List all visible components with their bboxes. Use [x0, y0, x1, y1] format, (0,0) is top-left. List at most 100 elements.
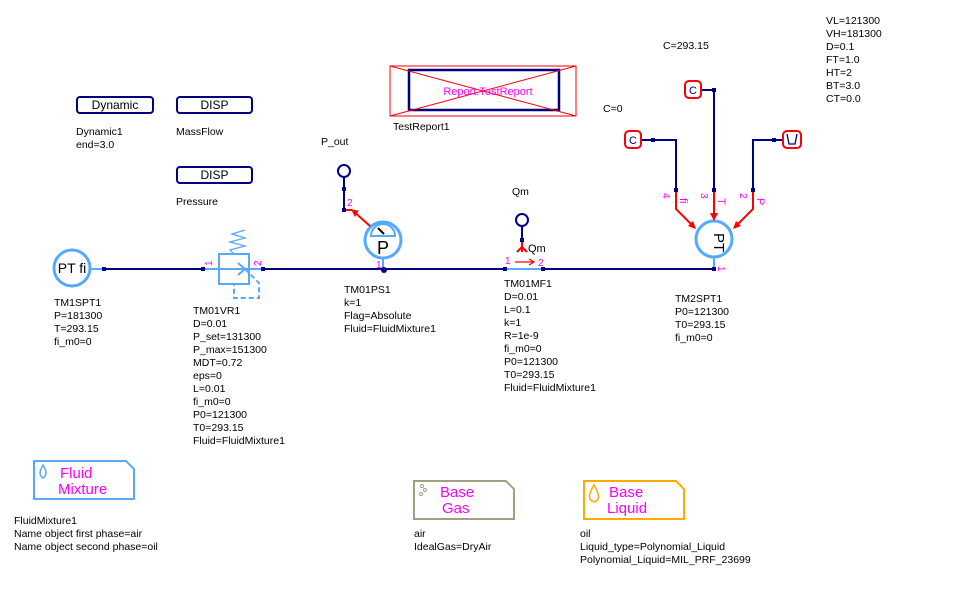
base-liquid-params: oil Liquid_type=Polynomial_Liquid Polyno… [580, 528, 751, 567]
mass-flow-port-2: 2 [538, 258, 544, 269]
sink-symbol[interactable]: PT 1 4 fi 3 T 2 P [641, 88, 783, 272]
fluid-mixture-symbol[interactable]: Fluid Mixture [33, 460, 135, 500]
sink-port-fi: fi [677, 198, 689, 204]
valve-params: TM01VR1 D=0.01 P_set=131300 P_max=151300… [193, 305, 285, 448]
sink-symbol-text: PT [710, 233, 727, 252]
pressure-sensor-port-1: 1 [376, 260, 382, 271]
pressure-sensor-letter: P [377, 238, 389, 258]
base-gas-line2: Gas [442, 500, 470, 517]
valve-name: TM01VR1 [193, 305, 241, 317]
base-liquid-param: Liquid_type=Polynomial_Liquid [580, 541, 726, 553]
const-t-value: C=293.15 [663, 40, 709, 52]
report-label: Report:TestReport [443, 86, 532, 98]
valve-param: eps=0 [193, 370, 222, 382]
dynamic-name: Dynamic1 [76, 126, 123, 138]
base-gas-params: air IdealGas=DryAir [414, 528, 491, 554]
pulse-params: VL=121300 VH=181300 D=0.1 FT=1.0 HT=2 BT… [826, 15, 882, 106]
valve-port-2: 2 [253, 260, 264, 266]
source-param: fi_m0=0 [54, 336, 92, 348]
base-gas-symbol[interactable]: Base Gas [413, 480, 515, 520]
disp-pressure-name: Pressure [176, 196, 219, 208]
valve-port-1: 1 [204, 260, 215, 266]
valve-param: P0=121300 [193, 409, 248, 421]
pulse-param: CT=0.0 [826, 93, 861, 105]
mass-flow-param: R=1e-9 [504, 330, 539, 342]
sink-port-3: 3 [698, 193, 709, 199]
mass-flow-param: L=0.1 [504, 304, 531, 316]
sink-port-1: 1 [715, 266, 726, 272]
sink-param: P0=121300 [675, 306, 730, 318]
pulse-param: BT=3.0 [826, 80, 861, 92]
valve-param: MDT=0.72 [193, 357, 243, 369]
valve-param: Fluid=FluidMixture1 [193, 435, 285, 447]
dynamic-param-end: end=3.0 [76, 139, 115, 151]
pulse-param: HT=2 [826, 67, 852, 79]
sink-param: T0=293.15 [675, 319, 726, 331]
base-gas-line1: Base [440, 484, 474, 501]
const-t-letter: C [689, 85, 697, 97]
fluid-mixture-line1: Fluid [60, 465, 93, 482]
sink-name: TM2SPT1 [675, 293, 723, 305]
base-gas-param: IdealGas=DryAir [414, 541, 492, 553]
disp-massflow-block[interactable]: DISP [176, 96, 253, 114]
sink-params: TM2SPT1 P0=121300 T0=293.15 fi_m0=0 [675, 293, 729, 345]
valve-param: P_set=131300 [193, 331, 262, 343]
pulse-param: FT=1.0 [826, 54, 860, 66]
mass-flow-output-label: Qm [512, 186, 529, 198]
pulse-param: D=0.1 [826, 41, 855, 53]
valve-param: fi_m0=0 [193, 396, 231, 408]
fluid-mixture-param: Name object first phase=air [14, 528, 143, 540]
mass-flow-param: D=0.01 [504, 291, 539, 303]
pulse-param: VH=181300 [826, 28, 882, 40]
valve-param: L=0.01 [193, 383, 226, 395]
source-symbol[interactable]: PT fi [52, 248, 106, 288]
mass-flow-symbol[interactable]: 1 2 Qm [503, 213, 546, 271]
disp-massflow-name: MassFlow [176, 126, 224, 138]
sink-port-t: T [715, 198, 727, 205]
fluid-mixture-param: Name object second phase=oil [14, 541, 158, 553]
source-param: P=181300 [54, 310, 103, 322]
pulse-symbol[interactable] [782, 130, 802, 149]
base-liquid-line2: Liquid [607, 500, 647, 517]
pressure-sensor-port-2: 2 [347, 198, 353, 209]
base-liquid-line1: Base [609, 484, 643, 501]
mass-flow-param: T0=293.15 [504, 369, 555, 381]
valve-param: D=0.01 [193, 318, 228, 330]
pulse-icon [786, 133, 798, 145]
oil-drop-icon [588, 483, 600, 503]
pressure-sensor-name: TM01PS1 [344, 284, 391, 296]
mass-flow-port-label: Qm [528, 243, 546, 255]
gas-bubbles-icon [419, 484, 427, 496]
valve-param: T0=293.15 [193, 422, 244, 434]
mass-flow-param: P0=121300 [504, 356, 559, 368]
report-symbol[interactable]: Report:TestReport [389, 65, 577, 117]
source-symbol-text: PT fi [58, 260, 87, 276]
fluid-mixture-line2: Mixture [58, 481, 107, 498]
source-name: TM1SPT1 [54, 297, 102, 309]
dynamic-block[interactable]: Dynamic [76, 96, 154, 114]
pressure-sensor-symbol[interactable]: P 1 2 [337, 164, 403, 273]
sink-port-p: P [754, 198, 766, 205]
valve-symbol[interactable]: 1 2 [201, 229, 265, 299]
mass-flow-name: TM01MF1 [504, 278, 552, 290]
report-name: TestReport1 [393, 121, 450, 133]
source-param: T=293.15 [54, 323, 99, 335]
mass-flow-port-1: 1 [505, 256, 511, 267]
pressure-output-label: P_out [321, 136, 349, 148]
mass-flow-param: k=1 [504, 317, 522, 329]
sink-port-4: 4 [660, 193, 671, 199]
mass-flow-params: TM01MF1 D=0.01 L=0.1 k=1 R=1e-9 fi_m0=0 … [504, 278, 596, 395]
sink-param: fi_m0=0 [675, 332, 713, 344]
disp-pressure-block[interactable]: DISP [176, 166, 253, 184]
const-t-symbol[interactable]: C [684, 80, 702, 99]
base-gas-name: air [414, 528, 426, 540]
droplet-icon [39, 463, 47, 479]
const-fi-symbol[interactable]: C [624, 130, 642, 149]
valve-param: P_max=151300 [193, 344, 267, 356]
base-liquid-symbol[interactable]: Base Liquid [583, 480, 685, 520]
pressure-sensor-params: TM01PS1 k=1 Flag=Absolute Fluid=FluidMix… [344, 284, 436, 336]
pressure-sensor-param: Flag=Absolute [344, 310, 412, 322]
fluid-mixture-params: FluidMixture1 Name object first phase=ai… [14, 515, 158, 554]
const-fi-value: C=0 [603, 103, 623, 115]
